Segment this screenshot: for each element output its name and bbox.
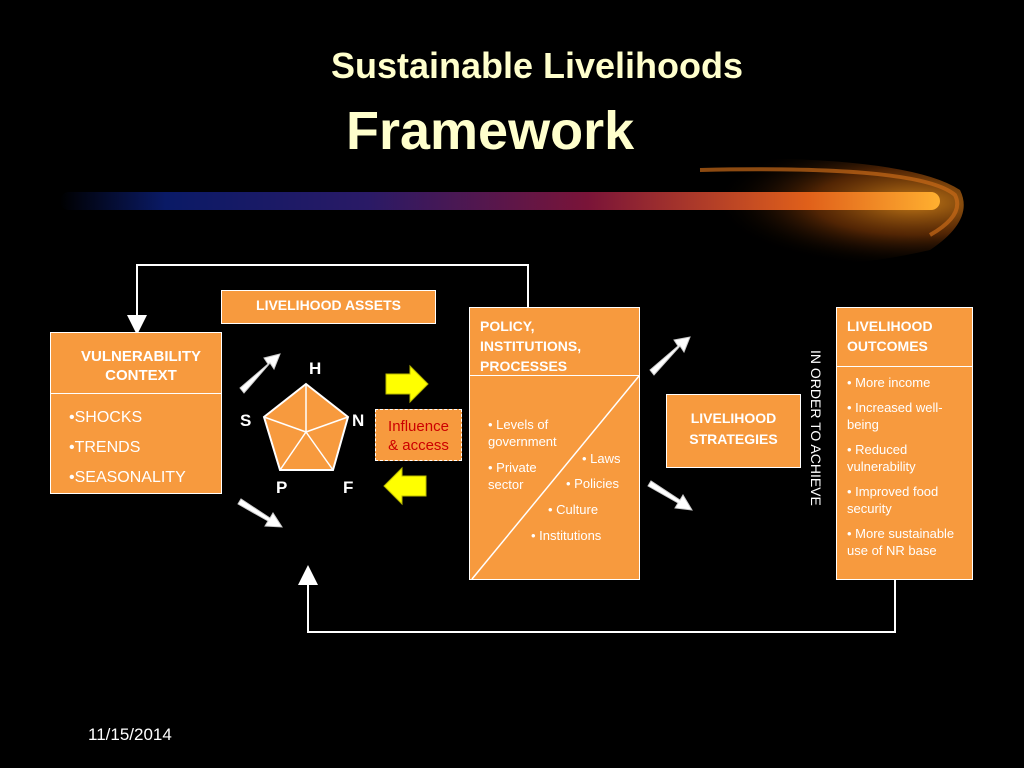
list-item: • More income bbox=[847, 375, 931, 390]
vulnerability-divider bbox=[51, 393, 221, 394]
asset-label-human: H bbox=[309, 359, 322, 378]
comet-streak-decoration bbox=[60, 158, 964, 268]
policy-divider bbox=[470, 375, 639, 376]
in-order-to-achieve-label: IN ORDER TO ACHIEVE bbox=[808, 350, 824, 506]
assets-pentagon bbox=[262, 382, 350, 471]
arrow-vulnerability-to-assets bbox=[239, 353, 281, 394]
asset-label-financial: F bbox=[343, 478, 354, 497]
policy-item-policies: • Policies bbox=[566, 476, 619, 491]
list-item: • Reduced vulnerability bbox=[847, 442, 916, 474]
vulnerability-heading: VULNERABILITY CONTEXT bbox=[81, 348, 201, 384]
arrow-policy-to-outcome bbox=[647, 480, 693, 511]
policy-diagonal-line bbox=[471, 375, 640, 580]
asset-label-physical: P bbox=[276, 478, 288, 497]
yellow-arrow-left bbox=[383, 466, 427, 506]
livelihood-strategies-box: LIVELIHOOD STRATEGIES bbox=[666, 394, 801, 468]
policy-item-institutions: • Institutions bbox=[531, 528, 602, 543]
outcomes-heading: LIVELIHOOD OUTCOMES bbox=[847, 318, 933, 354]
feedback-line-top bbox=[127, 264, 529, 335]
livelihood-assets-box: LIVELIHOOD ASSETS bbox=[221, 290, 436, 324]
policy-heading: POLICY, INSTITUTIONS, PROCESSES bbox=[480, 318, 582, 374]
influence-access-box: Influence & access bbox=[375, 409, 462, 461]
arrow-policy-to-strategies bbox=[649, 336, 691, 376]
outcomes-divider bbox=[837, 366, 972, 367]
asset-label-natural: N bbox=[352, 411, 365, 430]
feedback-line-bottom bbox=[298, 565, 896, 633]
influence-line-2: & access bbox=[388, 437, 449, 454]
strategies-heading: LIVELIHOOD STRATEGIES bbox=[689, 410, 778, 447]
list-item: • Improved food security bbox=[847, 484, 939, 516]
slide-date: 11/15/2014 bbox=[88, 725, 172, 744]
list-item: • Increased well- being bbox=[847, 400, 943, 432]
asset-label-social: S bbox=[240, 411, 252, 430]
vulnerability-context-box: VULNERABILITY CONTEXT •SHOCKS •TRENDS •S… bbox=[50, 332, 222, 494]
vulnerability-items: •SHOCKS •TRENDS •SEASONALITY bbox=[69, 409, 186, 496]
policy-item-culture: • Culture bbox=[548, 502, 599, 517]
arrow-assets-return bbox=[237, 498, 283, 528]
policy-item-government: • Levels of government bbox=[488, 417, 557, 449]
title-line-1: Sustainable Livelihoods bbox=[330, 45, 744, 86]
influence-line-1: Influence bbox=[388, 418, 449, 435]
livelihood-assets-heading: LIVELIHOOD ASSETS bbox=[256, 297, 401, 313]
list-item: •SHOCKS bbox=[69, 409, 143, 426]
livelihood-outcomes-box: LIVELIHOOD OUTCOMES • More income • Incr… bbox=[836, 307, 973, 580]
policy-institutions-box: POLICY, INSTITUTIONS, PROCESSES • Levels… bbox=[469, 307, 640, 580]
yellow-arrow-right bbox=[385, 364, 429, 404]
policy-item-laws: • Laws bbox=[582, 451, 621, 466]
list-item: •SEASONALITY bbox=[69, 469, 186, 486]
policy-item-private-sector: • Private sector bbox=[488, 460, 537, 492]
list-item: • More sustainable use of NR base bbox=[847, 526, 955, 558]
outcomes-items: • More income • Increased well- being • … bbox=[847, 374, 965, 567]
list-item: •TRENDS bbox=[69, 439, 141, 456]
title-line-2: Framework bbox=[346, 101, 635, 161]
